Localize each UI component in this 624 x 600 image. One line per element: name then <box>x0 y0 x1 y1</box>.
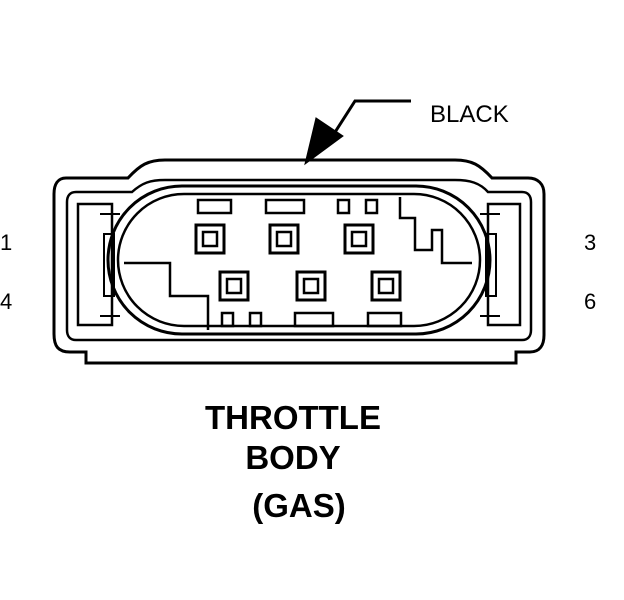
terminal-row-bottom <box>218 270 402 302</box>
pin-label-4: 4 <box>0 289 12 314</box>
callout-arrow-icon <box>304 117 344 166</box>
pin-label-1: 1 <box>0 230 12 255</box>
right-key <box>398 197 472 265</box>
terminal-cavity <box>343 223 375 255</box>
color-callout <box>304 99 411 166</box>
pin-label-3: 3 <box>584 230 596 255</box>
top-tabs <box>196 198 379 215</box>
oval-shroud-outer <box>106 184 492 336</box>
caption-line-2: BODY <box>245 439 340 476</box>
right-latch-detail <box>480 213 500 317</box>
connector-housing <box>52 158 546 365</box>
terminal-cavity <box>295 270 327 302</box>
terminal-row-top <box>194 223 375 255</box>
terminal-cavity <box>218 270 250 302</box>
bottom-tabs <box>220 311 403 328</box>
caption-line-1: THROTTLE <box>205 399 381 436</box>
left-latch-detail <box>100 213 120 317</box>
caption-line-3: (GAS) <box>252 487 346 524</box>
terminal-cavity <box>194 223 226 255</box>
terminal-cavity <box>370 270 402 302</box>
callout-leader-line <box>328 99 411 141</box>
left-key <box>124 261 210 330</box>
terminal-cavity <box>268 223 300 255</box>
callout-label: BLACK <box>430 101 509 128</box>
right-latch <box>486 202 522 327</box>
housing-inner-outline <box>65 178 533 342</box>
housing-outline <box>52 158 546 365</box>
left-latch <box>76 202 114 327</box>
pin-label-6: 6 <box>584 289 596 314</box>
